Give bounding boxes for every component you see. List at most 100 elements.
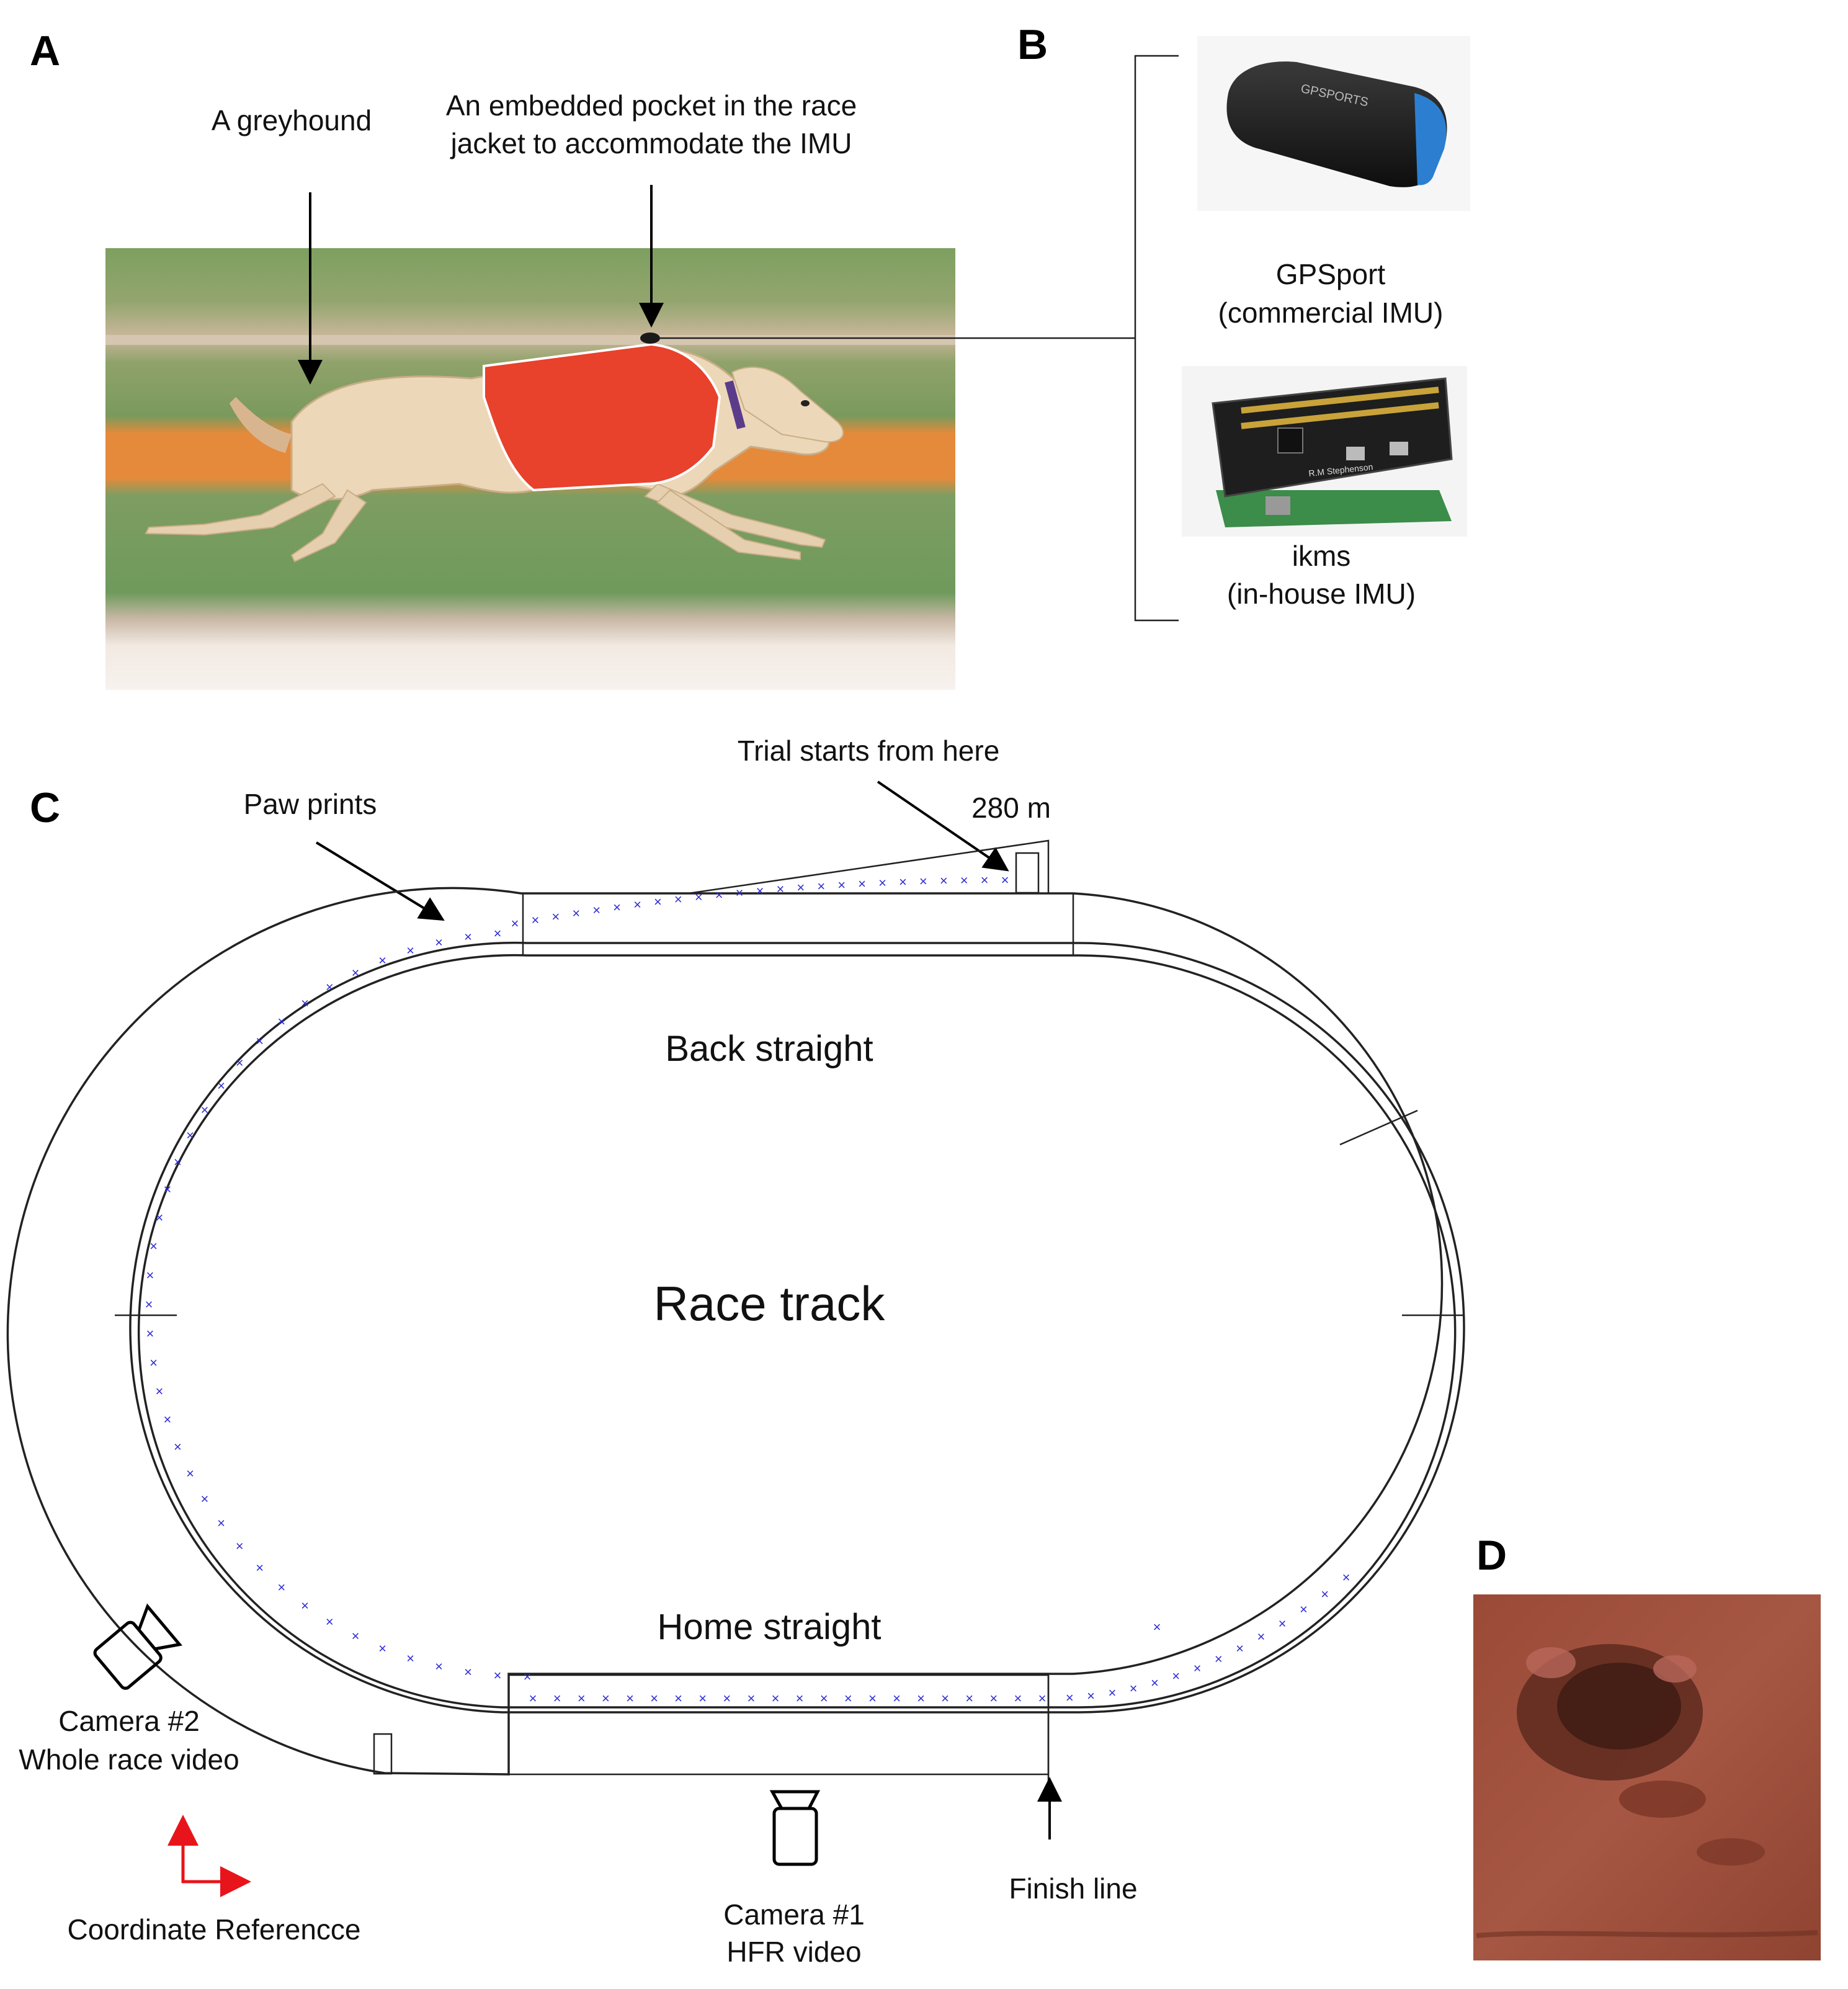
paw-print-marker: × <box>674 1691 682 1706</box>
track-inner-line <box>137 954 1457 1709</box>
paw-prints-label: Paw prints <box>244 788 377 820</box>
paw-print-marker: × <box>578 1691 586 1706</box>
paw-print-marker: × <box>236 1539 244 1554</box>
paw-print-marker: × <box>174 1154 182 1169</box>
paw-print-marker: × <box>1014 1691 1022 1706</box>
paw-print-marker: × <box>695 889 703 905</box>
paw-print-marker: × <box>352 965 360 980</box>
paw-print-marker: × <box>435 935 443 950</box>
paw-print-marker: × <box>186 1465 194 1481</box>
home-straight-box <box>507 1674 1050 1776</box>
camera1-line2: HFR video <box>726 1936 861 1968</box>
paw-print-marker: × <box>146 1326 154 1341</box>
paw-print-marker: × <box>529 1691 537 1706</box>
paw-print-marker: × <box>723 1691 731 1706</box>
pocket-label-line2: jacket to accommodate the IMU <box>450 127 852 159</box>
greyhound-photo <box>105 248 955 690</box>
paw-print-marker: × <box>155 1210 163 1225</box>
paw-print-marker: × <box>602 1691 610 1706</box>
race-track-outline <box>6 839 1465 1784</box>
paw-print-marker: × <box>1321 1586 1329 1602</box>
paw-print-marker: × <box>186 1128 194 1143</box>
paw-print-marker: × <box>592 903 600 918</box>
paw-print-marker: × <box>817 878 825 894</box>
paw-print-marker: × <box>378 953 386 968</box>
paw-print-marker: × <box>858 876 866 892</box>
paw-print-marker: × <box>1194 1660 1202 1676</box>
paw-print-marker: × <box>878 875 886 890</box>
paw-print-marker: × <box>277 1014 285 1029</box>
paw-print-marker: × <box>899 874 907 890</box>
paw-print-marker: × <box>551 909 560 924</box>
finish-label: Finish line <box>1009 1872 1137 1905</box>
paw-print-marker: × <box>1130 1681 1138 1696</box>
paw-print-marker: × <box>155 1383 163 1399</box>
distance-label: 280 m <box>971 792 1051 824</box>
paw-print-marker: × <box>217 1078 225 1093</box>
paw-print-marker: × <box>756 883 764 899</box>
paw-print-marker: × <box>531 912 539 927</box>
paw-print-marker: × <box>844 1691 852 1706</box>
paw-print-marker: × <box>1236 1640 1244 1656</box>
device-bracket <box>1134 55 1179 622</box>
ikms-desc: (in-house IMU) <box>1227 578 1416 610</box>
paw-print-marker: × <box>989 1691 998 1706</box>
paw-print-marker: × <box>1153 1619 1161 1635</box>
paw-print-marker: × <box>524 1669 532 1684</box>
imu-pocket <box>640 333 660 344</box>
paw-print-marker: × <box>1087 1688 1095 1704</box>
paw-print-marker: × <box>917 1691 925 1706</box>
paw-print-marker: × <box>1151 1675 1159 1691</box>
paw-print-marker: × <box>163 1182 171 1197</box>
paw-print-marker: × <box>736 885 744 901</box>
paw-print-marker: × <box>572 906 580 921</box>
camera2-icon <box>93 1603 183 1690</box>
paw-print-marker: × <box>163 1411 171 1427</box>
panel-a-letter: A <box>30 27 60 74</box>
ikms-name: ikms <box>1292 540 1351 572</box>
paw-print-marker: × <box>796 1691 804 1706</box>
paw-print-marker: × <box>1257 1629 1265 1645</box>
paw-prints-arrow <box>315 841 445 921</box>
gpsport-name: GPSport <box>1276 258 1386 290</box>
paw-print-marker: × <box>511 916 519 931</box>
paw-print-marker: × <box>1108 1685 1116 1701</box>
paw-print-marker: × <box>217 1516 225 1531</box>
camera1-line1: Camera #1 <box>723 1898 865 1931</box>
paw-print-marker: × <box>301 996 309 1011</box>
panel-a: A A greyhound An embedded pocket in the … <box>30 27 955 690</box>
home-start-box <box>373 1733 393 1775</box>
paw-print-marker: × <box>150 1238 158 1254</box>
paw-print-marker: × <box>674 892 682 907</box>
paw-prints: × × × × × × × × × × × × × × × × × × × × × × × × × × × × × × × × × × × × × × × ×… <box>145 872 1350 1706</box>
paw-print-marker: × <box>326 1614 334 1630</box>
gpsport-device-photo: GPSPORTS <box>1197 36 1470 211</box>
paw-print-marker: × <box>1215 1651 1223 1666</box>
paw-print-marker: × <box>613 900 621 915</box>
paw-print-marker: × <box>1172 1668 1180 1684</box>
trial-start-label: Trial starts from here <box>738 735 1000 767</box>
paw-print-marker: × <box>1279 1616 1287 1632</box>
paw-print-marker: × <box>650 1691 658 1706</box>
paw-print-marker: × <box>145 1297 153 1312</box>
paw-print-marker: × <box>464 1665 472 1680</box>
paw-print-marker: × <box>820 1691 828 1706</box>
paw-print-marker: × <box>256 1560 264 1575</box>
paw-print-marker: × <box>553 1691 561 1706</box>
paw-print-marker: × <box>626 1691 634 1706</box>
paw-print-marker: × <box>940 873 948 888</box>
paw-print-marker: × <box>772 1691 780 1706</box>
paw-print-marker: × <box>301 1598 309 1613</box>
paw-print-marker: × <box>981 872 989 888</box>
paw-print-marker: × <box>1066 1690 1074 1705</box>
start-wedge <box>688 839 1050 895</box>
paw-print-marker: × <box>406 1651 414 1666</box>
pocket-label-line1: An embedded pocket in the race <box>446 89 857 122</box>
rail <box>105 335 955 345</box>
panel-d: D <box>1473 1532 1821 1960</box>
paw-print-marker: × <box>1300 1602 1308 1617</box>
paw-print-marker: × <box>1001 872 1009 888</box>
paw-print-marker: × <box>406 942 414 958</box>
coordinate-label: Coordinate Referencce <box>67 1913 360 1946</box>
paw-print-marker: × <box>1342 1570 1350 1585</box>
